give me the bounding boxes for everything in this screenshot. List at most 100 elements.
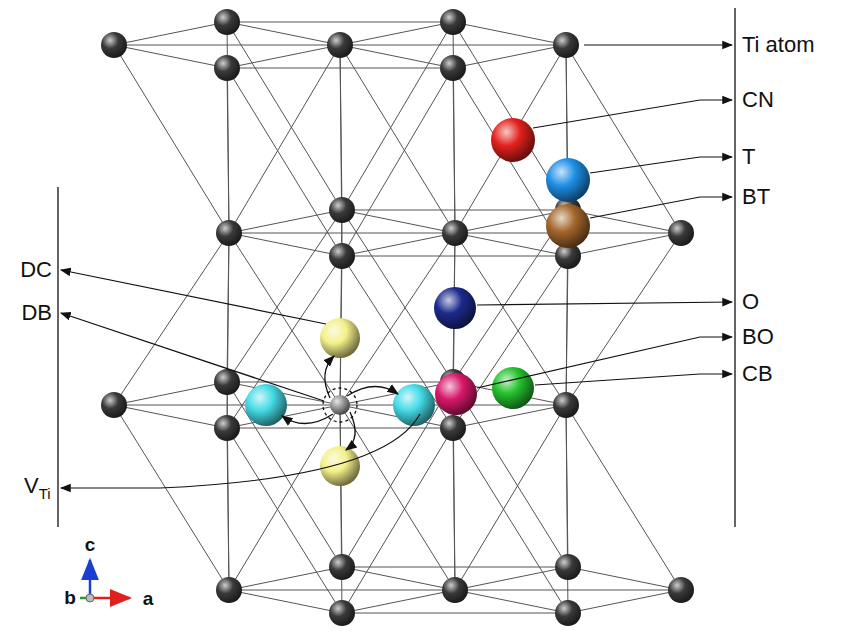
vacancy-label: V bbox=[24, 474, 39, 498]
bond-line bbox=[227, 22, 340, 45]
ti-atom bbox=[440, 415, 466, 441]
ti-atom bbox=[442, 577, 468, 603]
site-label: O bbox=[742, 290, 759, 314]
leader-arrow bbox=[477, 337, 732, 388]
ti-atom bbox=[101, 392, 127, 418]
migration-arrow bbox=[347, 386, 398, 396]
bond-line bbox=[342, 22, 453, 210]
bond-line bbox=[455, 590, 568, 613]
ti-atom bbox=[442, 220, 468, 246]
bond-line bbox=[453, 428, 568, 613]
leader-arrow bbox=[535, 374, 732, 385]
ti-atom bbox=[327, 32, 353, 58]
bond-line bbox=[229, 405, 340, 590]
bond-line bbox=[342, 382, 453, 567]
ti-atom bbox=[440, 9, 466, 35]
bond-line bbox=[114, 382, 227, 405]
bond-line bbox=[229, 590, 342, 613]
bond-line bbox=[227, 22, 229, 233]
left-bracket bbox=[57, 187, 58, 527]
migration-arrows bbox=[282, 356, 398, 450]
o-site bbox=[434, 287, 476, 329]
site-label: CB bbox=[742, 362, 773, 386]
dc-site bbox=[320, 446, 360, 486]
leader-arrow bbox=[590, 197, 732, 218]
bond-line bbox=[455, 45, 566, 233]
axis-label: b bbox=[64, 588, 76, 609]
bond-line bbox=[227, 22, 453, 23]
migration-arrow bbox=[325, 356, 334, 398]
bond-line bbox=[342, 210, 453, 382]
bond-line bbox=[114, 405, 229, 590]
leader-arrow bbox=[590, 157, 732, 173]
bo-site bbox=[435, 373, 477, 415]
ti-atom bbox=[668, 577, 694, 603]
bond-line bbox=[229, 233, 342, 256]
axis-triad bbox=[80, 560, 130, 602]
migration-arrow bbox=[346, 412, 355, 450]
bond-line bbox=[342, 613, 568, 614]
bond-line bbox=[566, 45, 681, 233]
bond-line bbox=[227, 428, 229, 590]
site-label: T bbox=[742, 145, 755, 169]
bond-line bbox=[453, 22, 566, 45]
bond-line bbox=[114, 22, 227, 45]
leader-arrow bbox=[61, 414, 420, 488]
ti-atom bbox=[214, 9, 240, 35]
site-label: DC bbox=[20, 258, 52, 282]
ti-atom bbox=[329, 197, 355, 223]
vacancy-site bbox=[330, 395, 350, 415]
site-label: CN bbox=[742, 88, 774, 112]
ti-atom bbox=[668, 220, 694, 246]
db-site bbox=[393, 384, 435, 426]
leader-arrow bbox=[61, 270, 326, 324]
bond-line bbox=[229, 45, 340, 233]
right-bracket bbox=[734, 8, 735, 527]
bond-line bbox=[340, 405, 342, 613]
bond-line bbox=[455, 405, 566, 590]
bond-line bbox=[114, 45, 227, 68]
leader-arrow bbox=[533, 100, 732, 128]
ti-atom bbox=[555, 600, 581, 626]
bond-line bbox=[227, 45, 340, 68]
ti-atom bbox=[214, 415, 240, 441]
ti-atoms bbox=[101, 9, 694, 626]
bond-line bbox=[453, 45, 566, 68]
bond-line bbox=[114, 45, 229, 233]
bond-line bbox=[340, 22, 453, 45]
bond-line bbox=[229, 233, 340, 405]
ti-atom-label: Ti atom bbox=[742, 33, 815, 57]
ti-atom bbox=[553, 32, 579, 58]
ti-atom bbox=[101, 32, 127, 58]
ti-atom bbox=[329, 600, 355, 626]
bond-line bbox=[229, 210, 342, 233]
ti-atom bbox=[329, 554, 355, 580]
bond-line bbox=[227, 22, 342, 210]
cn-site bbox=[491, 118, 535, 162]
leader-arrow bbox=[584, 44, 732, 45]
ti-atom bbox=[216, 220, 242, 246]
bond-line bbox=[227, 68, 229, 233]
bond-line bbox=[453, 68, 455, 233]
ti-atom bbox=[216, 577, 242, 603]
bond-line bbox=[340, 45, 455, 233]
site-label: BO bbox=[742, 325, 774, 349]
bond-line bbox=[566, 405, 568, 613]
bond-line bbox=[342, 567, 455, 590]
axis-label: a bbox=[143, 589, 154, 610]
leader-arrow bbox=[61, 313, 324, 401]
a-axis bbox=[90, 597, 130, 600]
bond-line bbox=[568, 590, 681, 613]
bond-line bbox=[566, 405, 681, 590]
leader-lines bbox=[58, 8, 735, 527]
c-axis bbox=[89, 560, 92, 598]
bond-line bbox=[453, 382, 568, 567]
bt-site bbox=[546, 204, 590, 248]
bond-line bbox=[340, 45, 453, 68]
bond-line bbox=[340, 210, 342, 405]
axis-label: c bbox=[85, 535, 96, 556]
bond-line bbox=[342, 428, 453, 613]
vacancy-subscript: Ti bbox=[39, 486, 51, 503]
